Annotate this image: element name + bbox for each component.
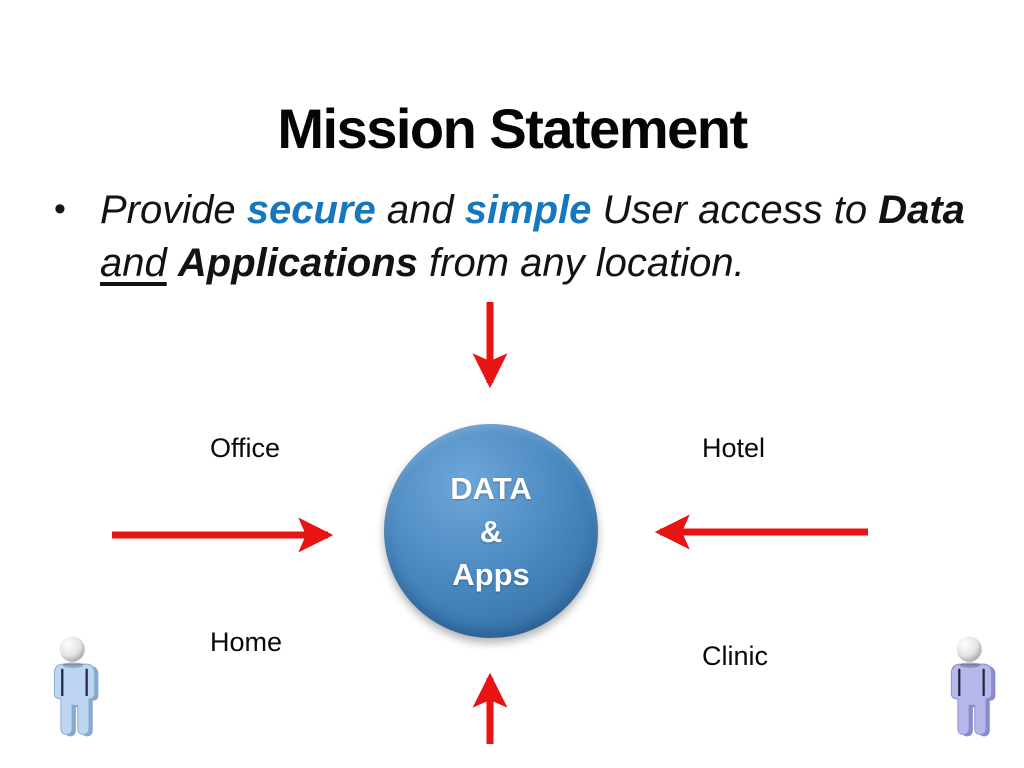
person-body [53,663,96,735]
label-clinic: Clinic [702,641,769,671]
mission-bullet: • Provide secure and simple User access … [54,184,970,290]
circle-line-1: DATA [450,470,532,506]
bullet-marker: • [54,190,66,228]
circle-line-3: Apps [452,556,530,592]
person-figure-left-icon [53,636,99,737]
label-home: Home [210,627,283,657]
bullet-segment: Data [878,188,965,232]
bullet-segment [167,241,178,285]
bullet-text: Provide secure and simple User access to… [100,184,970,290]
person-head [59,636,85,662]
bullet-segment: Applications [177,241,418,286]
person-body [950,663,993,735]
data-apps-circle: DATA & Apps [384,424,598,638]
person-head [956,636,982,662]
circle-line-2: & [479,513,503,549]
person-neck-shadow [959,662,981,668]
label-office: Office [210,433,281,463]
bullet-segment: and [375,188,465,232]
bullet-segment: simple [464,188,592,232]
bullet-segment: secure [246,188,376,232]
person-figure-right-icon [950,636,996,737]
bullet-segment: and [100,241,167,286]
bullet-segment: from any location. [417,241,745,286]
bullet-segment: User access to [591,188,879,232]
bullet-segment: Provide [100,188,247,232]
slide-title: Mission Statement [277,96,748,160]
label-hotel: Hotel [702,433,766,463]
person-neck-shadow [62,662,84,668]
